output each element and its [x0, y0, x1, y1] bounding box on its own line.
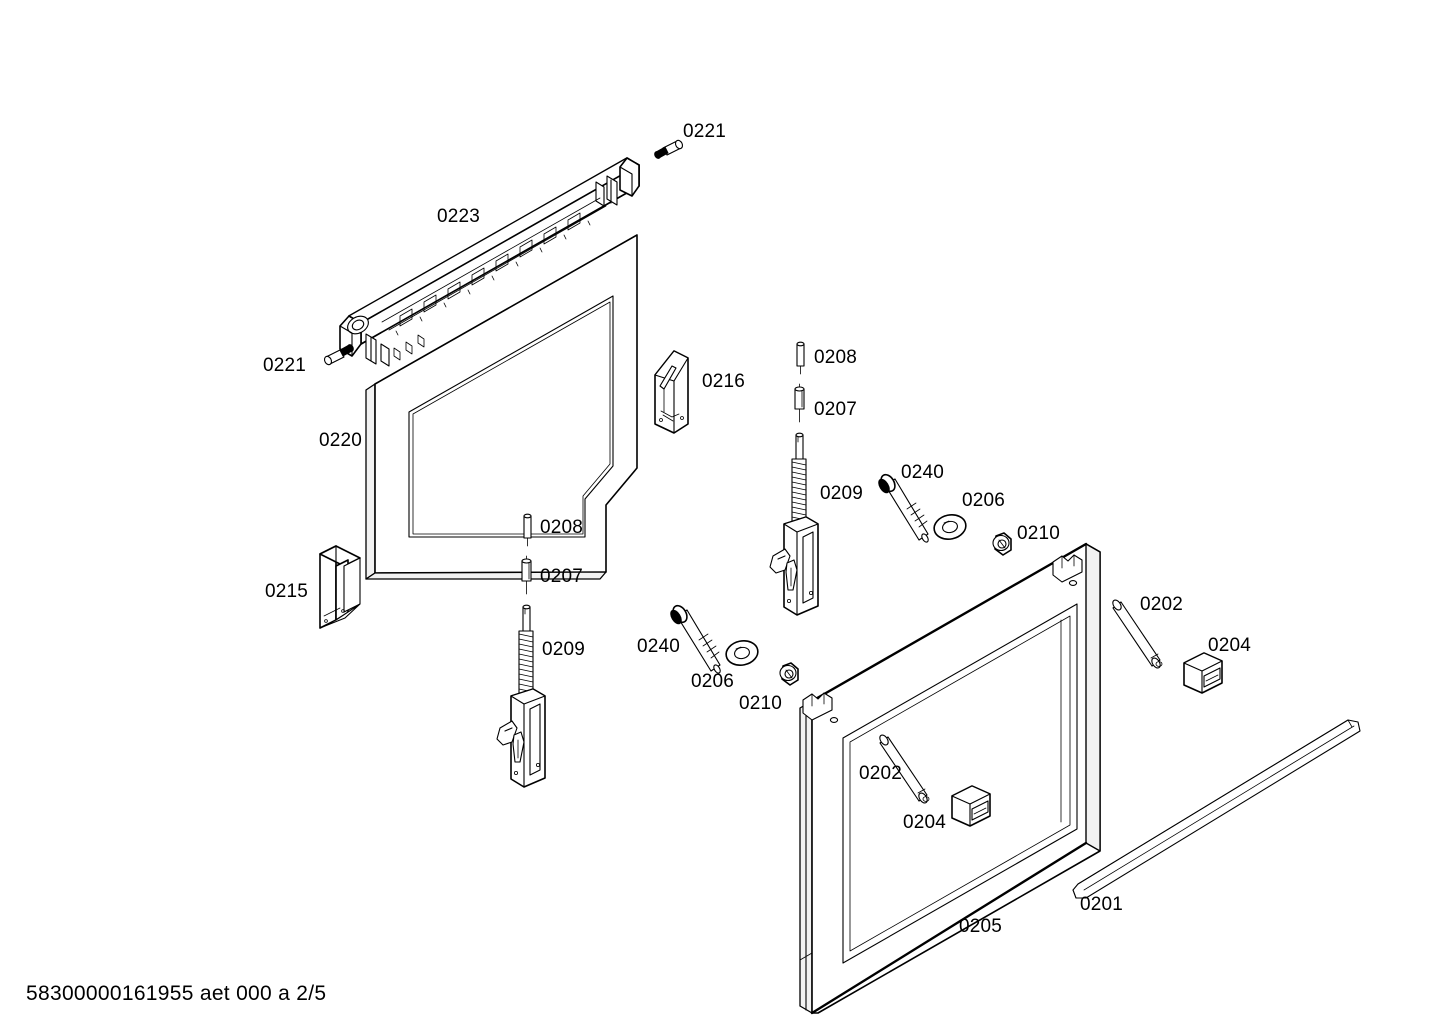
label-0205: 0205	[959, 916, 1002, 937]
label-0215: 0215	[265, 581, 308, 602]
part-0205-inner-door-panel	[799, 542, 1101, 1015]
part-0223-door-handle-trim	[339, 157, 640, 367]
label-0208-left: 0208	[540, 517, 583, 538]
label-0209-right: 0209	[820, 483, 863, 504]
label-0207-left: 0207	[540, 566, 583, 587]
part-0209-door-hinge-assembly-right	[769, 432, 819, 616]
label-0206-right: 0206	[962, 490, 1005, 511]
label-0207-right: 0207	[814, 399, 857, 420]
part-0210-nut-right	[992, 532, 1012, 556]
label-0202-right: 0202	[1140, 594, 1183, 615]
label-0209-left: 0209	[542, 639, 585, 660]
label-0206-left: 0206	[691, 671, 734, 692]
part-0216-corner-bracket-right	[654, 350, 689, 434]
label-0210-left: 0210	[739, 693, 782, 714]
part-0220-outer-door-panel	[365, 234, 638, 580]
label-0216: 0216	[702, 371, 745, 392]
part-0202-glass-spacer-pin-inner	[879, 734, 930, 804]
label-0202-inner: 0202	[859, 763, 902, 784]
part-0207-hinge-pin-short-right	[794, 383, 805, 423]
label-0204-inner: 0204	[903, 812, 946, 833]
label-0204-right: 0204	[1208, 635, 1251, 656]
part-0215-corner-bracket-left	[319, 545, 361, 629]
part-0204-glass-retainer-clip-right	[1183, 652, 1223, 694]
part-0207-hinge-pin-short-left	[521, 555, 532, 595]
part-0208-hinge-pin-long-right	[796, 341, 805, 375]
label-0221-top: 0221	[683, 121, 726, 142]
part-0202-glass-spacer-pin-right	[1112, 599, 1163, 669]
part-0209-door-hinge-assembly-left	[496, 604, 546, 788]
label-0240-right: 0240	[901, 462, 944, 483]
label-0208-right: 0208	[814, 347, 857, 368]
label-0210-right: 0210	[1017, 523, 1060, 544]
label-0240-left: 0240	[637, 636, 680, 657]
part-0206-washer-right	[933, 513, 967, 541]
part-0201-door-trim-strip	[1072, 719, 1361, 899]
part-0206-washer-left	[725, 639, 759, 667]
part-0210-nut-left	[779, 662, 799, 686]
footer-document-code: 58300000161955 aet 000 a 2/5	[26, 982, 326, 1005]
part-0240-hinge-screw-right	[878, 473, 929, 543]
label-0223: 0223	[437, 206, 480, 227]
label-0220: 0220	[319, 430, 362, 451]
part-0221-handle-end-pin-left	[323, 344, 354, 366]
part-0221-handle-end-pin-right	[654, 139, 684, 159]
part-0240-hinge-screw-left	[670, 604, 721, 674]
label-0221-left: 0221	[263, 355, 306, 376]
part-0208-hinge-pin-long-left	[523, 513, 532, 547]
part-0204-glass-retainer-clip-inner	[951, 785, 991, 827]
label-0201: 0201	[1080, 894, 1123, 915]
